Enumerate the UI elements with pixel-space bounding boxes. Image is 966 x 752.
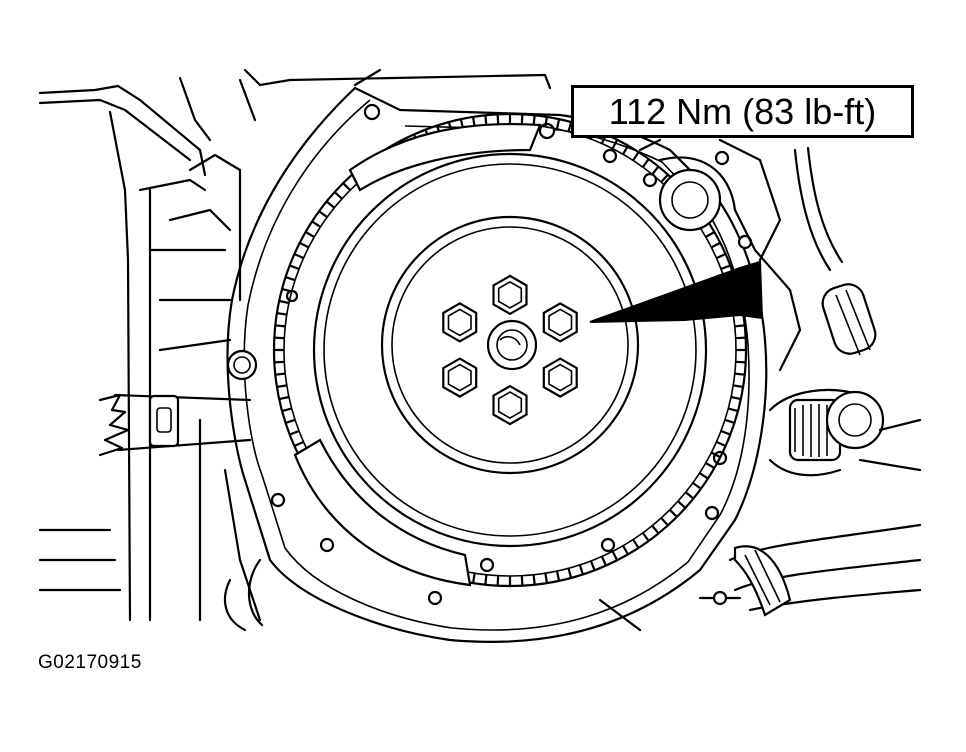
gear-tooth <box>733 384 744 389</box>
gear-tooth <box>734 372 745 376</box>
gear-tooth <box>276 384 287 389</box>
gear-tooth <box>520 575 524 586</box>
gear-tooth <box>276 311 287 316</box>
ring-gear <box>272 112 748 588</box>
gear-tooth <box>622 145 629 155</box>
gear-tooth <box>342 182 351 191</box>
gear-tooth <box>278 299 290 305</box>
hex-bolt <box>442 357 478 398</box>
gear-tooth <box>684 491 695 500</box>
gear-tooth <box>289 429 300 436</box>
gear-tooth <box>275 372 286 376</box>
gear-tooth <box>555 118 561 130</box>
gear-tooth <box>720 264 731 271</box>
gear-tooth <box>520 114 524 125</box>
pilot-bearing <box>486 319 538 371</box>
gear-tooth <box>651 165 660 176</box>
gear-tooth <box>716 253 727 260</box>
gear-tooth <box>333 191 343 200</box>
hex-bolt <box>492 384 528 426</box>
hex-bolt <box>542 302 578 343</box>
gear-tooth <box>285 418 296 424</box>
hex-bolt <box>492 274 528 316</box>
gear-tooth <box>660 517 669 527</box>
gear-tooth <box>311 220 322 228</box>
gear-tooth <box>299 241 310 249</box>
gear-tooth <box>632 538 640 549</box>
gear-tooth <box>710 241 721 249</box>
gear-tooth <box>611 139 619 150</box>
gear-tooth <box>471 573 476 584</box>
gear-tooth <box>567 121 573 132</box>
gear-tooth <box>281 287 292 293</box>
gear-tooth <box>730 395 742 401</box>
gear-tooth <box>724 418 735 424</box>
gear-tooth <box>734 324 745 328</box>
gear-tooth <box>660 173 669 183</box>
gear-tooth <box>285 276 296 282</box>
flywheel-face <box>312 152 708 548</box>
gear-tooth <box>532 574 536 585</box>
housing-plate <box>226 86 768 644</box>
right-components <box>638 138 922 617</box>
gear-tooth <box>274 360 285 364</box>
gear-tooth <box>278 395 290 401</box>
gear-tooth <box>728 407 739 413</box>
gear-tooth <box>274 336 285 340</box>
gear-tooth <box>275 324 286 328</box>
gear-tooth <box>589 560 596 571</box>
gear-tooth <box>735 360 746 364</box>
gear-tooth <box>651 524 660 535</box>
flywheel-bolts <box>442 274 578 426</box>
gear-tooth <box>622 545 629 555</box>
gear-tooth <box>496 114 500 125</box>
gear-tooth <box>325 200 336 209</box>
gear-tooth <box>705 231 715 238</box>
figure-id: G02170915 <box>38 652 142 673</box>
upper-housing <box>238 68 552 122</box>
gear-tooth <box>293 440 304 447</box>
gear-tooth <box>484 574 488 585</box>
hex-bolt <box>542 357 578 398</box>
torque-spec-label: 112 Nm (83 lb-ft) <box>571 85 914 138</box>
gear-tooth <box>716 440 727 447</box>
gear-tooth <box>578 564 584 575</box>
gear-tooth <box>611 550 619 561</box>
gear-tooth <box>698 472 709 480</box>
gear-tooth <box>641 158 650 168</box>
gear-tooth <box>710 451 721 459</box>
gear-tooth <box>305 231 315 238</box>
gear-tooth <box>567 568 573 579</box>
left-frame <box>38 76 262 622</box>
gear-tooth <box>632 151 640 162</box>
gear-tooth <box>544 573 549 584</box>
gear-tooth <box>600 556 607 567</box>
gear-tooth <box>293 253 304 260</box>
gear-tooth <box>318 210 328 219</box>
gear-tooth <box>555 570 561 582</box>
gear-tooth <box>705 462 715 469</box>
gear-tooth <box>669 509 678 518</box>
gear-tooth <box>544 116 549 127</box>
gear-tooth <box>484 115 488 126</box>
gear-tooth <box>692 481 702 490</box>
lower-housing <box>223 558 642 632</box>
gear-tooth <box>677 500 687 509</box>
hex-bolt <box>442 302 478 343</box>
gear-tooth <box>641 532 650 542</box>
gear-tooth <box>735 336 746 340</box>
gear-tooth <box>289 264 300 271</box>
callout-arrow <box>589 260 764 323</box>
gear-tooth <box>720 429 731 436</box>
gear-tooth <box>496 575 500 586</box>
gear-tooth <box>281 407 292 413</box>
